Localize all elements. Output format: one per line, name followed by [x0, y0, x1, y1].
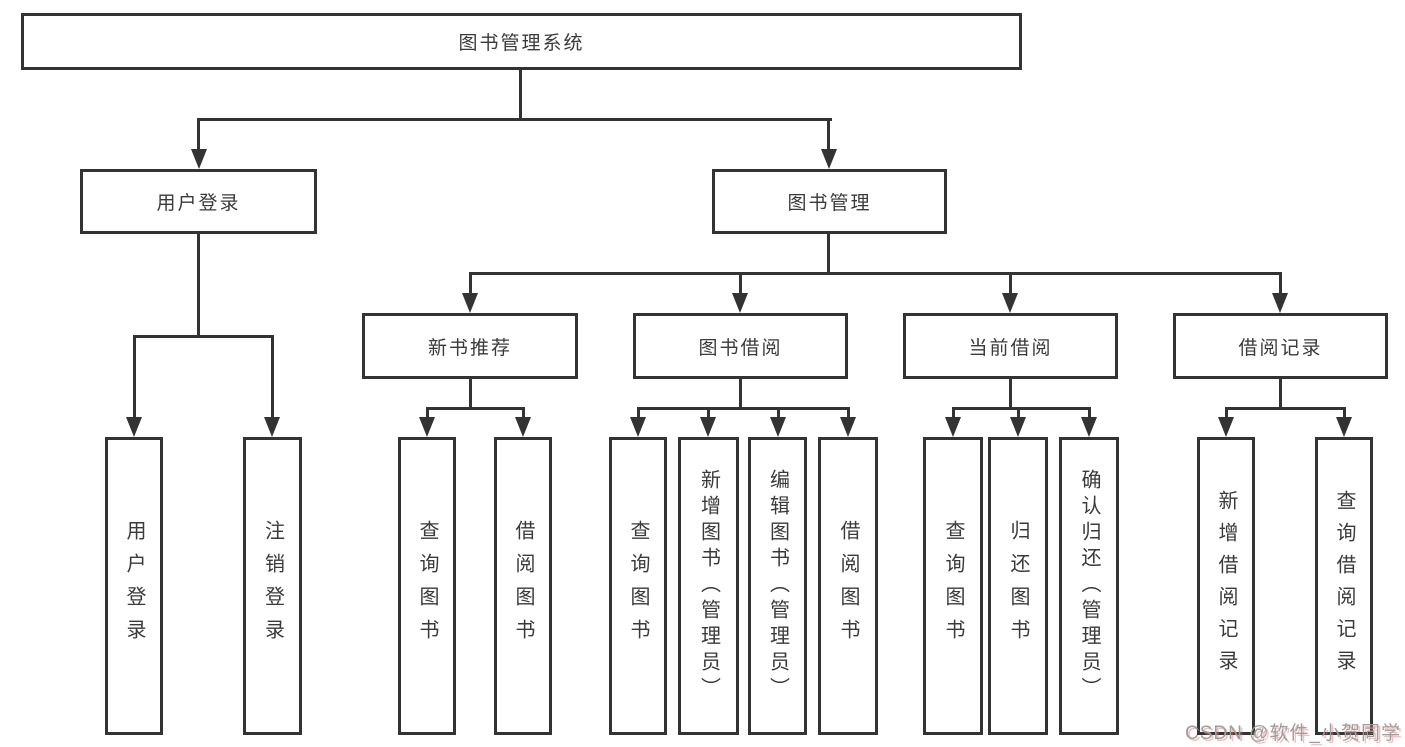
connector-line [1009, 379, 1012, 410]
arrow-down-icon [1002, 293, 1018, 313]
connector-line [426, 407, 525, 410]
connector-line [1017, 407, 1020, 420]
connector-line [1009, 272, 1012, 296]
node-user-login: 用户登录 [80, 169, 317, 234]
connector-line [469, 379, 472, 410]
csdn-watermark: CSDN @软件_小贺同学 [1185, 723, 1401, 744]
arrow-down-icon [1010, 417, 1026, 437]
node-new-book-recommend: 新书推荐 [362, 313, 578, 379]
arrow-down-icon [630, 417, 646, 437]
node-current-borrow: 当前借阅 [903, 313, 1118, 379]
node-book-management: 图书管理 [712, 169, 947, 234]
arrow-down-icon [1272, 293, 1288, 313]
connector-line [198, 118, 832, 121]
leaf-logout: 注销登录 [243, 437, 302, 735]
connector-line [777, 407, 780, 420]
arrow-down-icon [191, 149, 207, 169]
arrow-down-icon [840, 417, 856, 437]
leaf-borrow-books-recommend: 借阅图书 [494, 437, 552, 735]
arrow-down-icon [419, 417, 435, 437]
leaf-return-books: 归还图书 [988, 437, 1048, 735]
connector-line [707, 407, 710, 420]
arrow-down-icon [1218, 417, 1234, 437]
connector-line [519, 70, 522, 118]
connector-line [637, 407, 640, 420]
connector-line [426, 407, 429, 420]
leaf-add-borrow-record: 新增借阅记录 [1197, 437, 1255, 735]
connector-line [847, 407, 850, 420]
arrow-down-icon [515, 417, 531, 437]
node-book-borrow: 图书借阅 [633, 313, 848, 379]
node-borrow-records: 借阅记录 [1173, 313, 1388, 379]
connector-line [133, 335, 136, 419]
connector-line [1279, 379, 1282, 410]
arrow-down-icon [462, 293, 478, 313]
connector-line [739, 379, 742, 410]
leaf-query-books-current: 查询图书 [923, 437, 983, 735]
connector-line [1343, 407, 1346, 420]
arrow-down-icon [126, 417, 142, 437]
leaf-edit-book-admin: 编辑图书（管理员） [748, 437, 807, 735]
arrow-down-icon [732, 293, 748, 313]
connector-line [827, 233, 830, 275]
leaf-borrow-books: 借阅图书 [818, 437, 878, 735]
connector-line [952, 407, 1090, 410]
leaf-query-books-recommend: 查询图书 [398, 437, 456, 735]
connector-line [522, 407, 525, 420]
arrow-down-icon [770, 417, 786, 437]
connector-line [637, 407, 849, 410]
node-root: 图书管理系统 [21, 13, 1022, 70]
connector-line [271, 335, 274, 419]
leaf-user-login: 用户登录 [105, 437, 163, 735]
arrow-down-icon [1081, 417, 1097, 437]
connector-line [197, 234, 200, 338]
arrow-down-icon [821, 149, 837, 169]
connector-line [1225, 407, 1228, 420]
leaf-query-borrow-record: 查询借阅记录 [1315, 437, 1373, 735]
leaf-add-book-admin: 新增图书（管理员） [678, 437, 739, 735]
arrow-down-icon [1336, 417, 1352, 437]
arrow-down-icon [700, 417, 716, 437]
leaf-query-books-borrow: 查询图书 [609, 437, 667, 735]
connector-line [133, 335, 274, 338]
connector-line [1088, 407, 1091, 420]
arrow-down-icon [264, 417, 280, 437]
connector-line [1279, 272, 1282, 296]
connector-line [739, 272, 742, 296]
arrow-down-icon [945, 417, 961, 437]
leaf-confirm-return-admin: 确认归还（管理员） [1059, 437, 1119, 735]
connector-line [952, 407, 955, 420]
connector-line [1225, 407, 1345, 410]
connector-line [469, 272, 472, 296]
connector-line [197, 118, 200, 152]
connector-line [827, 118, 830, 152]
connector-line [469, 272, 1282, 275]
